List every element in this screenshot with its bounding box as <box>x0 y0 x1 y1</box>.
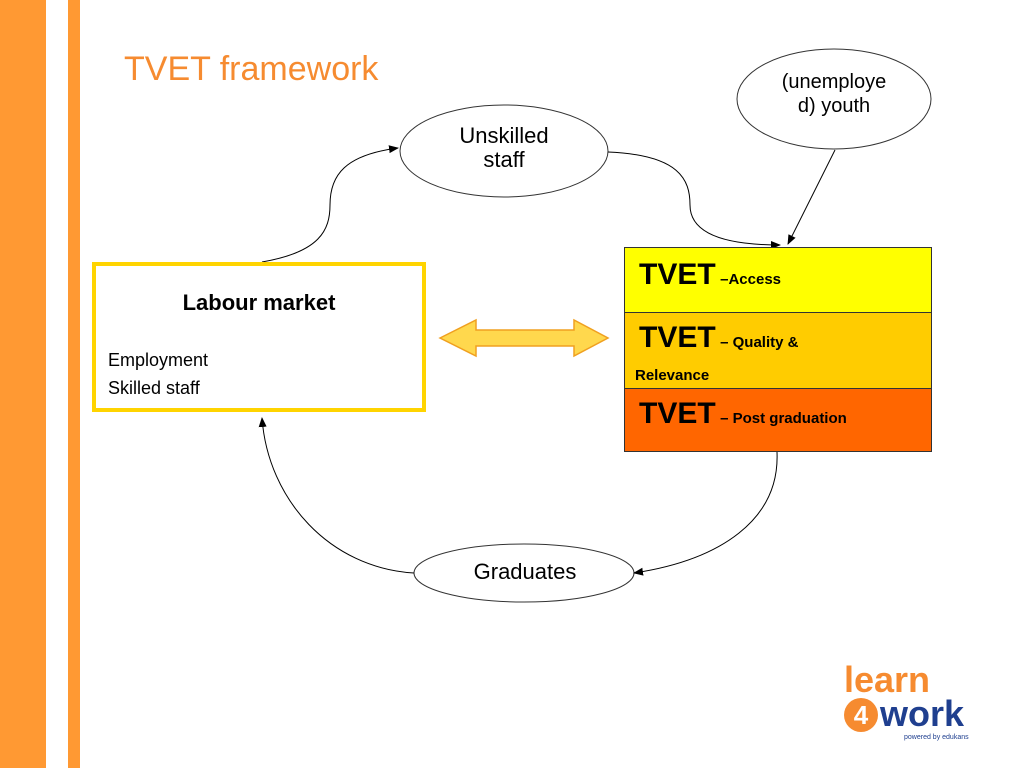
unskilled-line-2: staff <box>483 147 525 172</box>
graduates-label: Graduates <box>473 559 577 584</box>
page-title: TVET framework <box>124 50 379 88</box>
unskilled-staff-label: Unskilled staff <box>420 124 588 172</box>
youth-ellipse <box>736 48 932 150</box>
unskilled-staff-ellipse <box>399 104 609 198</box>
connector-graduates-to-labour <box>258 417 415 574</box>
tvet-access-sub: –Access <box>720 271 782 288</box>
unskilled-line-1: Unskilled <box>459 123 549 148</box>
left-stripe-narrow <box>68 0 80 768</box>
tvet-quality-sub: – Quality & <box>720 334 799 351</box>
connector-labour-to-unskilled <box>261 145 399 263</box>
tvet-post-sub: – Post graduation <box>720 410 847 427</box>
labour-market-skilled-staff: Skilled staff <box>108 378 200 398</box>
labour-market-title: Labour market <box>182 290 336 315</box>
tvet-quality-main: TVET <box>639 321 716 354</box>
left-stripe-wide <box>0 0 46 768</box>
tvet-post-main: TVET <box>639 397 716 430</box>
youth-label: (unemploye d) youth <box>750 70 918 118</box>
learn4work-logo: learn 4 work powered by edukans <box>842 662 992 742</box>
tvet-quality-sub2: Relevance <box>635 367 710 384</box>
logo-tagline: powered by edukans <box>904 734 969 741</box>
tvet-quality-box: TVET – Quality & Relevance <box>624 312 932 390</box>
tvet-access-main: TVET <box>639 258 716 291</box>
labour-market-box: Labour market Employment Skilled staff <box>92 262 426 412</box>
tvet-access-box: TVET –Access <box>624 247 932 313</box>
logo-digit-four: 4 <box>844 698 878 732</box>
connector-unskilled-to-tvet <box>607 151 781 249</box>
connector-tvet-to-graduates <box>633 451 778 576</box>
youth-line-2: d) youth <box>797 95 871 117</box>
youth-line-1: (unemploye <box>781 71 887 93</box>
logo-word-learn: learn <box>844 659 931 700</box>
connector-youth-to-tvet <box>787 149 836 245</box>
logo-word-work: work <box>880 693 965 734</box>
double-arrow-icon <box>438 318 610 358</box>
tvet-post-box: TVET – Post graduation <box>624 388 932 452</box>
labour-market-employment: Employment <box>108 350 209 370</box>
